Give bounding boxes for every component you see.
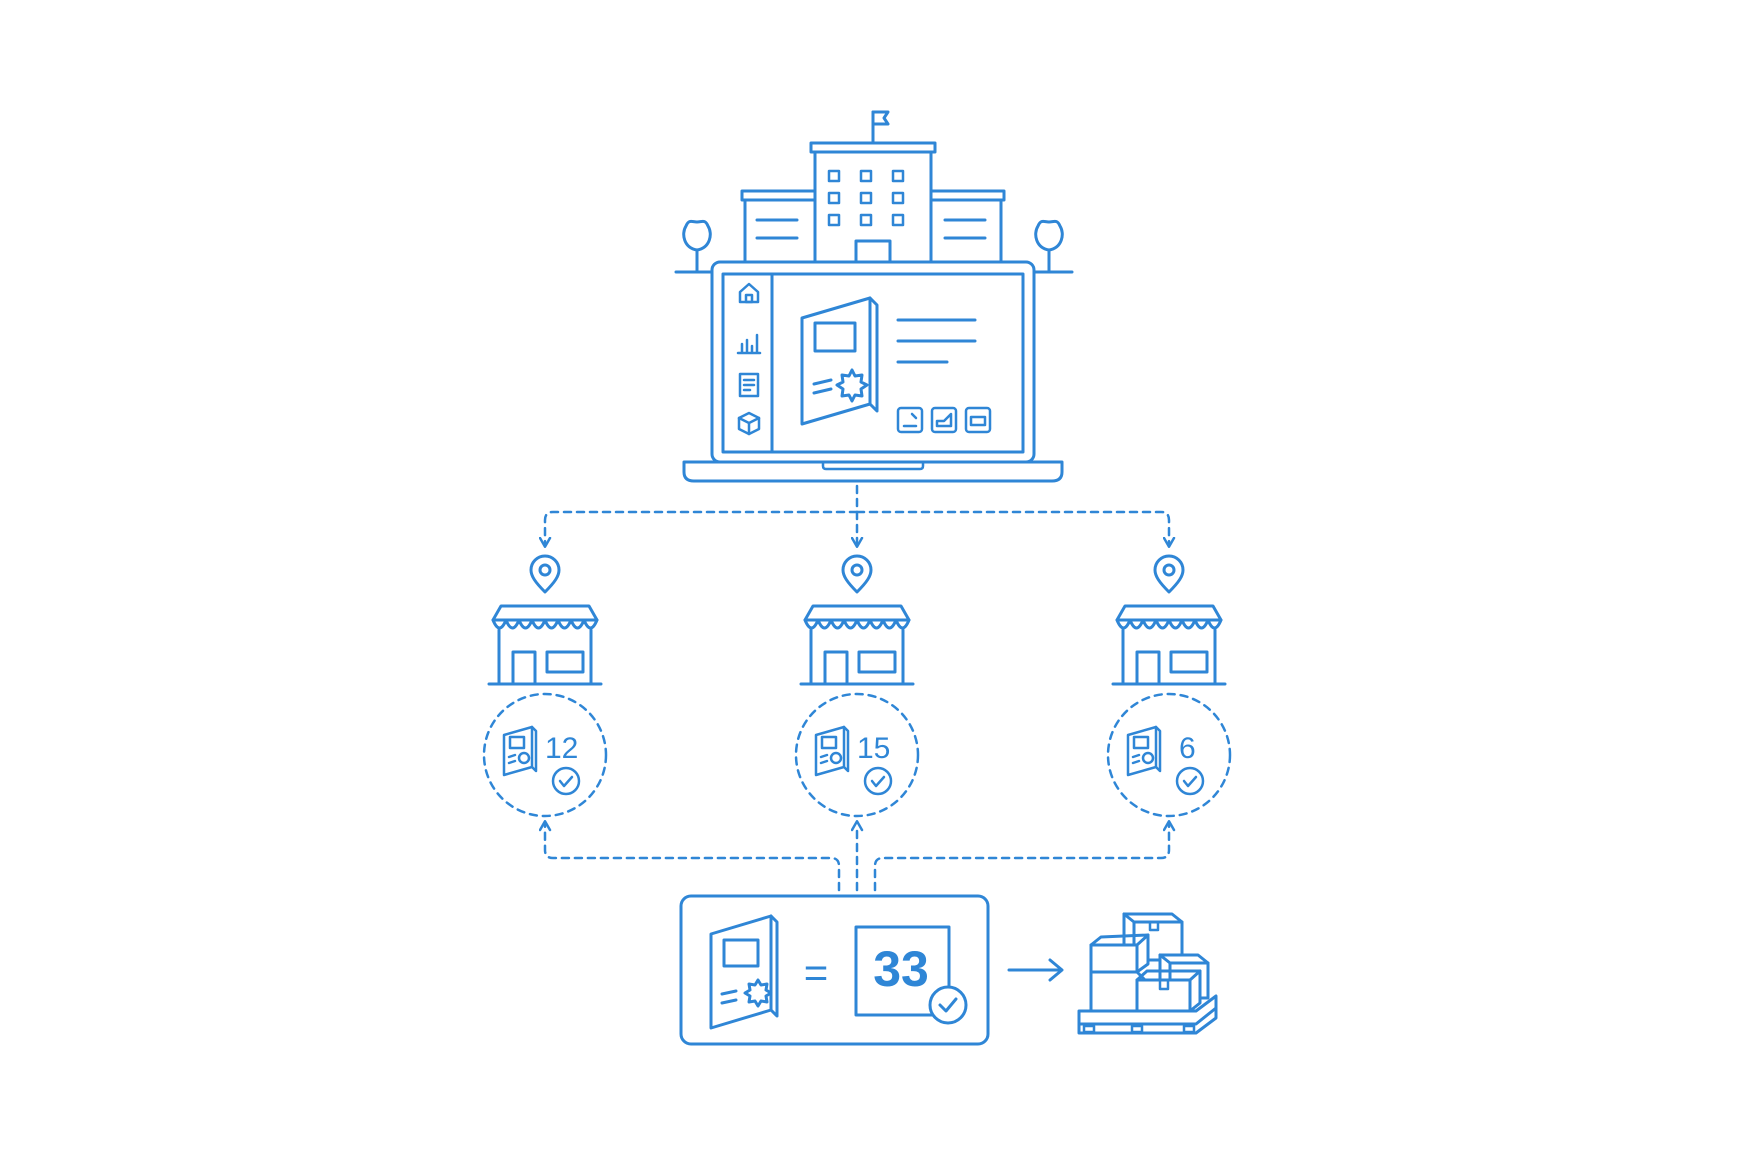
brochure-with-seal-icon — [800, 296, 879, 426]
store-count: 6 — [1179, 732, 1196, 765]
edit-icon[interactable] — [896, 406, 924, 434]
store-count: 12 — [545, 732, 578, 765]
storefront-icon — [1111, 604, 1227, 686]
check-circle-icon — [1175, 766, 1205, 796]
check-circle-icon — [551, 766, 581, 796]
check-circle-icon — [863, 766, 893, 796]
laptop — [682, 260, 1064, 483]
location-pin-icon — [529, 554, 561, 594]
ship-arrow — [1007, 958, 1064, 982]
location-pin-icon — [841, 554, 873, 594]
home-icon[interactable] — [738, 282, 760, 304]
return-connectors — [538, 820, 1176, 892]
store-3: 6 — [1106, 554, 1232, 818]
brochure-icon — [1126, 725, 1162, 777]
store-1: 12 — [482, 554, 608, 818]
summary-box: = 33 — [679, 894, 990, 1046]
distribution-connectors — [538, 484, 1176, 548]
document-icon[interactable] — [738, 372, 760, 398]
brochure-icon — [502, 725, 538, 777]
bar-chart-icon[interactable] — [736, 333, 762, 355]
pallet-boxes-icon — [1077, 912, 1218, 1035]
stats-icon[interactable] — [930, 406, 958, 434]
brochure-icon — [814, 725, 850, 777]
equals-sign: = — [804, 949, 829, 996]
box-icon[interactable] — [737, 411, 761, 436]
store-2: 15 — [794, 554, 920, 818]
location-pin-icon — [1153, 554, 1185, 594]
brochure-with-seal-icon — [709, 914, 779, 1030]
storefront-icon — [799, 604, 915, 686]
check-circle-icon — [928, 985, 968, 1025]
office-building-icon — [674, 110, 1074, 274]
total-count: 33 — [873, 941, 929, 997]
store-count: 15 — [857, 732, 890, 765]
minimize-icon[interactable] — [964, 406, 992, 434]
storefront-icon — [487, 604, 603, 686]
